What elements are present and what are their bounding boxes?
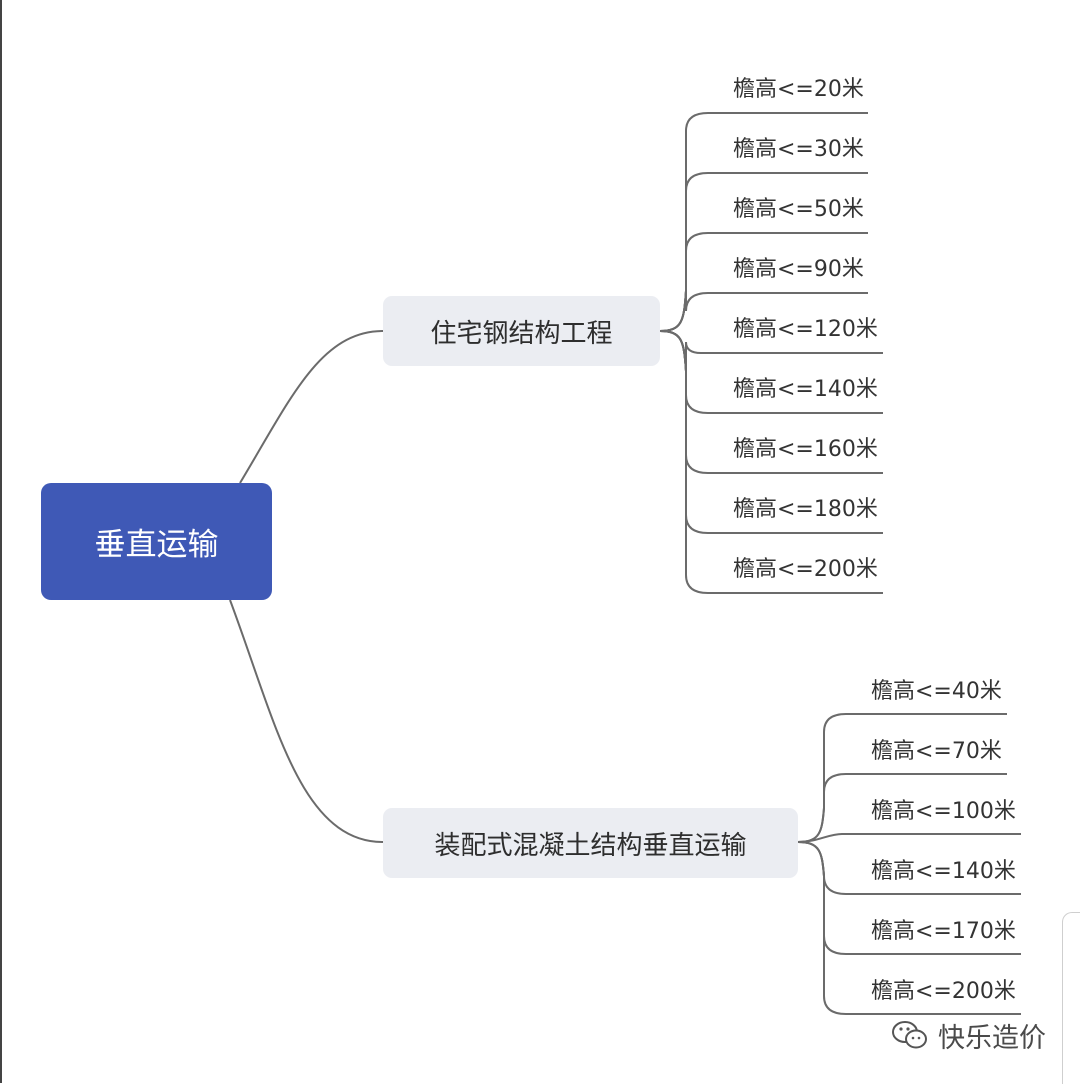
watermark-text: 快乐造价 (938, 1022, 1046, 1054)
leaf-node[interactable]: 檐高<=50米 (733, 197, 864, 222)
root-node[interactable]: 垂直运输 (41, 483, 272, 600)
leaf-node[interactable]: 檐高<=90米 (733, 257, 864, 282)
wechat-icon (892, 1021, 927, 1049)
leaf-node[interactable]: 檐高<=140米 (733, 377, 878, 402)
leaf-node[interactable]: 檐高<=200米 (871, 979, 1016, 1004)
leaf-node[interactable]: 檐高<=100米 (871, 799, 1016, 824)
branch-to-leaf-connector (659, 290, 868, 332)
leaf-node[interactable]: 檐高<=170米 (871, 919, 1016, 944)
root-to-branch-connector (239, 330, 384, 484)
leaf-node[interactable]: 檐高<=40米 (871, 679, 1002, 704)
branch-to-leaf-connector (659, 330, 883, 594)
left-frame-edge (0, 0, 2, 1083)
leaf-node[interactable]: 檐高<=160米 (733, 437, 878, 462)
leaf-node[interactable]: 檐高<=30米 (733, 137, 864, 162)
branch-to-leaf-connector (797, 833, 1021, 843)
branch-node-residential-steel[interactable]: 住宅钢结构工程 (383, 296, 660, 366)
leaf-node[interactable]: 檐高<=20米 (733, 77, 864, 102)
scroll-edge-tab (1062, 912, 1080, 1084)
leaf-node[interactable]: 檐高<=120米 (733, 317, 878, 342)
leaf-node[interactable]: 檐高<=200米 (733, 557, 878, 582)
leaf-node[interactable]: 檐高<=180米 (733, 497, 878, 522)
leaf-node[interactable]: 檐高<=70米 (871, 739, 1002, 764)
root-to-branch-connector (229, 599, 384, 843)
leaf-node[interactable]: 檐高<=140米 (871, 859, 1016, 884)
branch-label: 住宅钢结构工程 (430, 318, 613, 349)
branch-label: 装配式混凝土结构垂直运输 (434, 830, 747, 861)
watermark: 快乐造价 (890, 1018, 1046, 1054)
branch-node-prefab-concrete[interactable]: 装配式混凝土结构垂直运输 (383, 808, 798, 878)
root-label: 垂直运输 (94, 527, 219, 563)
branch-to-leaf-connector (797, 773, 1007, 843)
branch-to-leaf-connector (797, 841, 1021, 1015)
